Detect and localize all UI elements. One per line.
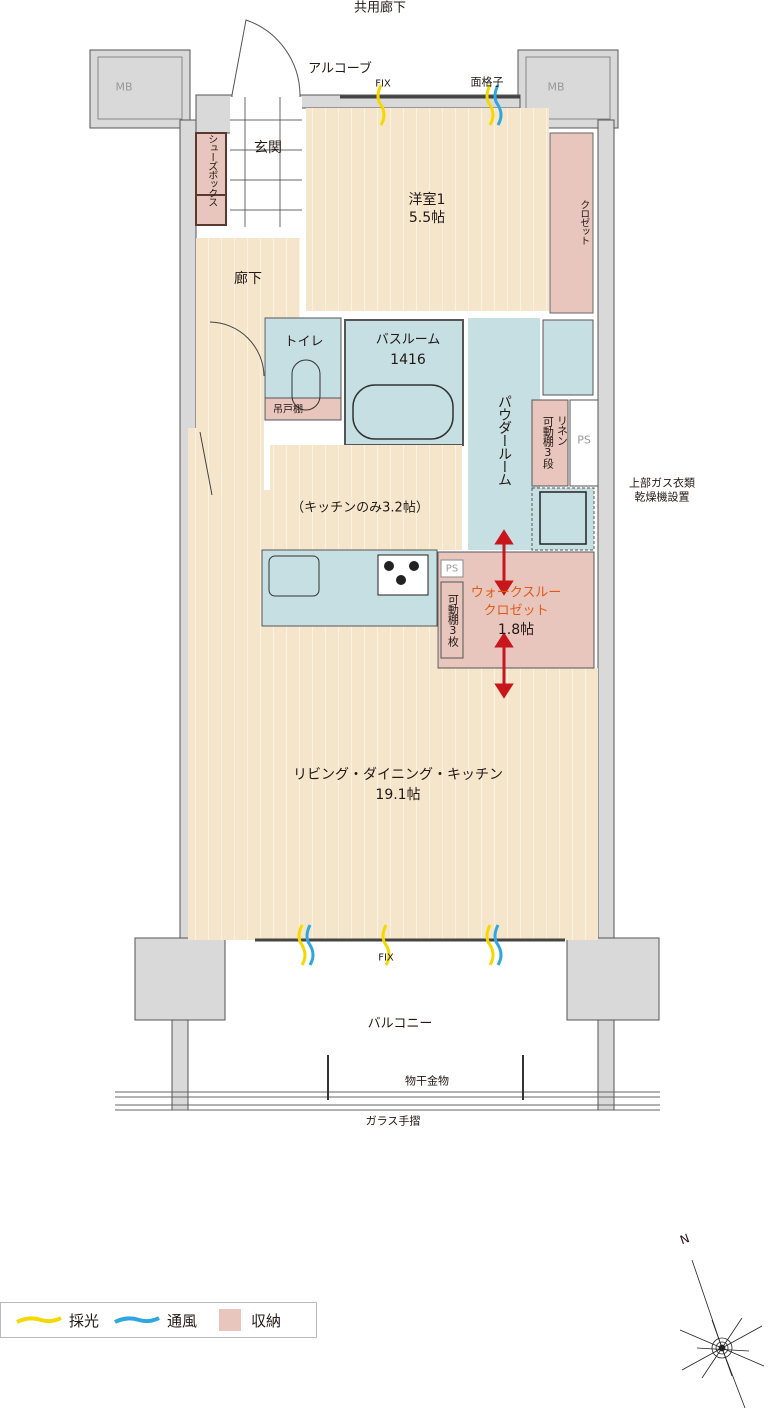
ps-small-label: PS [445,563,459,575]
toilet-label: トイレ [284,334,324,350]
legend-storage: 収納 [219,1309,281,1331]
ldk-size: 19.1帖 [375,786,421,803]
storage-swatch [219,1309,242,1331]
western-room-floor [306,108,549,311]
linen-label: リネン [555,415,569,445]
legend-wind: 通風 [113,1310,197,1331]
washbasin [542,319,594,396]
bathroom-name: バスルーム [375,332,441,348]
closet-label: クロゼット [577,199,589,245]
wic-name-1: ウォークスルー [470,585,562,601]
hanging-cabinet-label: 吊戸棚 [273,404,303,416]
hallway-floor [196,238,300,318]
legend-storage-label: 収納 [251,1311,282,1330]
dryer-note-line2: 乾燥機設置 [634,490,690,504]
alcove-label: アルコーブ [308,61,372,77]
wic-shelf-label: 可動棚3枚 [446,594,460,646]
wind-wave-icon [114,1316,160,1324]
wic-size: 1.8帖 [497,621,535,638]
ps-shaft [569,399,599,487]
entrance-floor [230,97,302,227]
closet [549,132,594,314]
toilet-icon [291,359,321,411]
legend-light: 採光 [15,1310,99,1331]
compass-icon [679,1259,765,1408]
linen-storage [531,399,569,487]
western-room-name: 洋室1 [408,191,446,208]
sink-icon [268,555,320,597]
shoe-box [195,132,227,226]
stove-icon [377,554,429,596]
mb-box-left [97,56,183,120]
walk-through-closet [437,551,595,669]
bathroom [344,319,464,446]
toilet-room [264,317,342,399]
linen-shelf-label: 可動棚3段 [541,416,555,468]
balcony-label: バルコニー [367,1016,433,1032]
light-wind-markers [297,84,503,966]
washer-space [531,487,595,551]
legend: 採光 通風 収納 [0,1302,317,1338]
western-room-size: 5.5帖 [408,209,446,226]
corridor-label: 共用廊下 [353,0,407,16]
drying-hardware-label: 物干金物 [405,1074,449,1088]
bathroom-size: 1416 [390,351,426,368]
legend-light-label: 採光 [69,1311,100,1330]
fix-label-top: FIX [375,78,391,90]
mb-label-right: MB [547,80,565,94]
dryer-note-line1: 上部ガス衣類 [629,476,695,490]
washer-icon [539,491,587,545]
legend-wind-label: 通風 [167,1311,198,1330]
ldk-name: リビング・ダイニング・キッチン [293,766,503,783]
lattice-label: 面格子 [470,75,504,89]
passage-arrows [494,529,514,699]
ps-label: PS [577,433,591,447]
glass-railing [115,1055,660,1111]
hallway-label: 廊下 [234,270,262,287]
entrance-label: 玄関 [254,139,282,156]
mb-label-left: MB [115,80,133,94]
glass-railing-label: ガラス手摺 [365,1114,421,1128]
ps-small [440,559,464,578]
kitchen-note: （キッチンのみ3.2帖） [291,500,429,516]
entry-door [231,19,301,96]
powder-room [468,318,540,550]
shoe-box-label: シューズボックス [205,134,217,206]
powder-room-label: パウダールーム [496,394,513,486]
wic-name-2: クロゼット [483,603,549,619]
fix-label-bottom: FIX [378,952,394,964]
light-wave-icon [16,1316,62,1324]
bathtub-icon [352,384,454,440]
